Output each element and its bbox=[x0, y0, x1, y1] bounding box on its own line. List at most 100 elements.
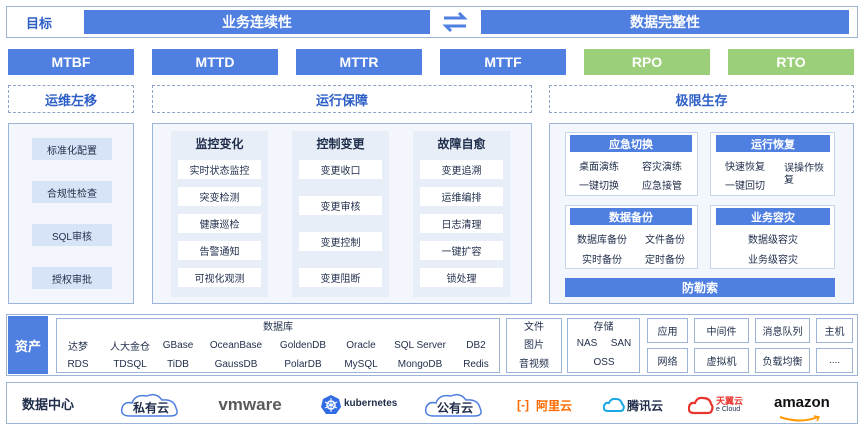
asset-load-balancer: 负载均衡 bbox=[755, 348, 810, 373]
aliyun-icon: [-] bbox=[517, 398, 529, 412]
backup-item: 定时备份 bbox=[645, 254, 685, 266]
monitor-item: 可视化观测 bbox=[178, 268, 261, 287]
asset-middleware: 中间件 bbox=[694, 318, 749, 343]
tianyi-cloud-icon bbox=[687, 395, 714, 415]
business-dr-title: 业务容灾 bbox=[716, 208, 830, 225]
healing-item: 日志清理 bbox=[420, 214, 503, 233]
column-title-healing: 故障自愈 bbox=[437, 136, 486, 151]
file-item: 图片 bbox=[524, 340, 544, 351]
column-title-control: 控制变更 bbox=[316, 136, 365, 151]
vmware-logo: vmware bbox=[218, 395, 282, 414]
emergency-item: 桌面演练 bbox=[579, 161, 619, 173]
left-item-standard-config: 标准化配置 bbox=[32, 138, 112, 160]
goal-label: 目标 bbox=[25, 15, 52, 31]
storage-item: OSS bbox=[593, 357, 615, 368]
db-item: GBase bbox=[162, 340, 194, 351]
control-item: 变更收口 bbox=[299, 160, 382, 179]
file-title: 文件 bbox=[524, 321, 544, 333]
tencent-cloud-label: 腾讯云 bbox=[627, 399, 664, 413]
emergency-item: 应急接管 bbox=[642, 180, 682, 192]
left-item-auth-approval: 授权审批 bbox=[32, 267, 112, 289]
storage-box bbox=[567, 318, 640, 373]
left-item-sql-audit: SQL审核 bbox=[32, 224, 112, 246]
kubernetes-label: kubernetes bbox=[344, 398, 398, 409]
emergency-item: 容灾演练 bbox=[642, 161, 682, 173]
column-title-monitor: 监控变化 bbox=[195, 136, 244, 151]
left-item-compliance-check: 合规性检查 bbox=[32, 181, 112, 203]
section-extreme-survival: 极限生存 bbox=[549, 85, 854, 113]
swap-arrows-icon bbox=[437, 8, 473, 36]
run-recovery-title: 运行恢复 bbox=[716, 135, 830, 152]
backup-item: 数据库备份 bbox=[577, 234, 627, 246]
recovery-item: 误操作恢复 bbox=[784, 163, 824, 186]
backup-item: 实时备份 bbox=[582, 254, 622, 266]
db-item: Oracle bbox=[346, 340, 376, 351]
control-item: 变更阻断 bbox=[299, 268, 382, 287]
db-item: RDS bbox=[67, 359, 89, 370]
private-cloud-label: 私有云 bbox=[132, 400, 169, 415]
section-ops-guarantee: 运行保障 bbox=[152, 85, 532, 113]
kubernetes-icon bbox=[320, 394, 342, 416]
database-title: 数据库 bbox=[263, 321, 293, 333]
db-item: PolarDB bbox=[284, 359, 322, 370]
recovery-item: 快速恢复 bbox=[725, 161, 765, 173]
db-item: Redis bbox=[463, 359, 489, 370]
asset-more: .... bbox=[816, 348, 853, 373]
db-item: TiDB bbox=[167, 359, 189, 370]
storage-title: 存储 bbox=[593, 321, 614, 333]
amazon-smile-icon bbox=[778, 410, 822, 422]
dr-item: 数据级容灾 bbox=[748, 234, 798, 246]
healing-item: 锁处理 bbox=[420, 268, 503, 287]
emergency-item: 一键切换 bbox=[579, 180, 619, 192]
anti-ransomware-bar: 防勒索 bbox=[565, 278, 835, 297]
control-item: 变更审核 bbox=[299, 196, 382, 215]
db-item: GaussDB bbox=[214, 359, 258, 370]
assets-label: 资产 bbox=[8, 316, 48, 374]
public-cloud-label: 公有云 bbox=[436, 400, 473, 415]
db-item: SQL Server bbox=[394, 340, 446, 351]
metric-mttf: MTTF bbox=[440, 49, 566, 75]
monitor-item: 实时状态监控 bbox=[178, 160, 261, 179]
emergency-switch-title: 应急切换 bbox=[570, 135, 692, 152]
metric-mttr: MTTR bbox=[296, 49, 422, 75]
file-box bbox=[506, 318, 562, 373]
control-item: 变更控制 bbox=[299, 232, 382, 251]
amazon-logo: amazon bbox=[774, 394, 830, 411]
asset-network: 网络 bbox=[647, 348, 688, 373]
metric-rto: RTO bbox=[728, 49, 854, 75]
business-continuity-bar: 业务连续性 bbox=[84, 10, 430, 34]
db-item: TDSQL bbox=[113, 359, 147, 370]
db-item: 人大金仓 bbox=[110, 342, 150, 353]
tianyi-cloud-sub: e Cloud bbox=[716, 406, 741, 413]
section-shift-left: 运维左移 bbox=[8, 85, 134, 113]
file-item: 音视频 bbox=[519, 359, 549, 370]
tianyi-cloud-label: 天翼云 bbox=[716, 396, 744, 406]
monitor-item: 健康巡检 bbox=[178, 214, 261, 233]
db-item: DB2 bbox=[466, 340, 486, 351]
datacenter-label: 数据中心 bbox=[21, 396, 74, 412]
asset-host: 主机 bbox=[816, 318, 853, 343]
asset-vm: 虚拟机 bbox=[694, 348, 749, 373]
healing-item: 运维编排 bbox=[420, 187, 503, 206]
aliyun-label: 阿里云 bbox=[536, 399, 573, 413]
data-integrity-bar: 数据完整性 bbox=[481, 10, 849, 34]
metric-mttd: MTTD bbox=[152, 49, 278, 75]
database-box bbox=[56, 318, 500, 373]
asset-message-queue: 消息队列 bbox=[755, 318, 810, 343]
private-cloud-icon bbox=[118, 390, 184, 420]
db-item: GoldenDB bbox=[279, 340, 327, 351]
healing-item: 变更追溯 bbox=[420, 160, 503, 179]
tencent-cloud-icon bbox=[602, 397, 625, 413]
monitor-item: 告警通知 bbox=[178, 241, 261, 260]
db-item: OceanBase bbox=[209, 340, 263, 351]
storage-item: SAN bbox=[610, 338, 632, 349]
backup-item: 文件备份 bbox=[645, 234, 685, 246]
db-item: MongoDB bbox=[397, 359, 443, 370]
metric-mtbf: MTBF bbox=[8, 49, 134, 75]
db-item: 达梦 bbox=[68, 342, 88, 353]
metric-rpo: RPO bbox=[584, 49, 710, 75]
healing-item: 一键扩容 bbox=[420, 241, 503, 260]
recovery-item: 一键回切 bbox=[725, 180, 765, 192]
data-backup-title: 数据备份 bbox=[570, 208, 692, 225]
public-cloud-icon bbox=[422, 390, 488, 420]
